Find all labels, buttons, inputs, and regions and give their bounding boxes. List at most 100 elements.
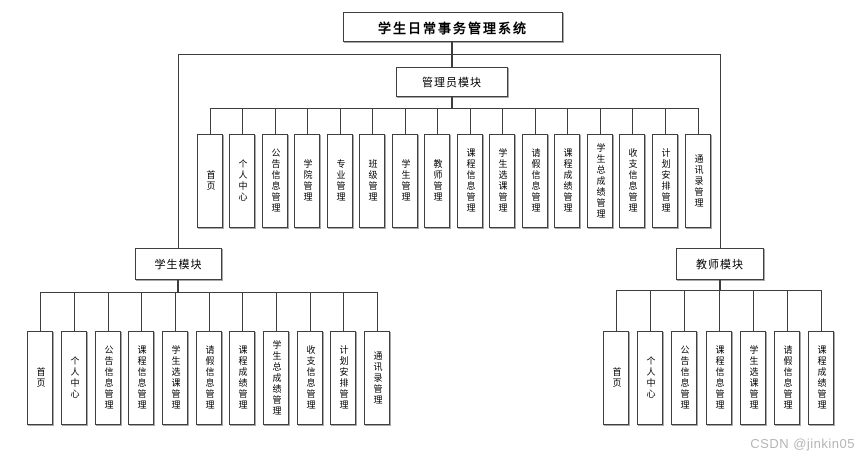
leaf-node-label: 个人中心	[645, 356, 656, 400]
leaf-node-label: 课程成绩管理	[816, 345, 827, 411]
leaf-node-label: 收支信息管理	[627, 148, 638, 214]
connector-line	[405, 108, 406, 135]
connector-line	[665, 108, 666, 135]
root-node: 学生日常事务管理系统	[343, 12, 563, 42]
connector-line	[141, 292, 142, 332]
connector-line	[787, 290, 788, 332]
leaf-node-label: 请假信息管理	[530, 148, 541, 214]
connector-line	[178, 54, 721, 55]
connector-line	[242, 108, 243, 135]
leaf-node-label: 计划安排管理	[338, 345, 349, 411]
connector-line	[451, 42, 453, 68]
connector-line	[108, 292, 109, 332]
leaf-node-label: 请假信息管理	[204, 345, 215, 411]
leaf-node-label: 计划安排管理	[660, 148, 671, 214]
connector-line	[209, 292, 210, 332]
leaf-node-label: 个人中心	[69, 356, 80, 400]
leaf-node-label: 课程成绩管理	[237, 345, 248, 411]
leaf-node-label: 学生选课管理	[748, 345, 759, 411]
leaf-node-label: 通讯录管理	[693, 153, 704, 209]
module-node-teacher-label: 教师模块	[696, 259, 744, 271]
connector-line	[177, 280, 179, 293]
connector-line	[719, 280, 721, 291]
leaf-node-student-9: 计划安排管理	[330, 331, 356, 425]
module-node-student-label: 学生模块	[154, 259, 203, 271]
connector-line	[437, 108, 438, 135]
leaf-node-label: 请假信息管理	[782, 345, 793, 411]
module-node-student: 学生模块	[135, 248, 222, 280]
leaf-node-student-8: 收支信息管理	[297, 331, 323, 425]
connector-line	[343, 292, 344, 332]
leaf-node-admin-8: 课程信息管理	[457, 134, 483, 228]
leaf-node-admin-0: 首页	[197, 134, 223, 228]
module-node-admin-label: 管理员模块	[422, 77, 482, 89]
leaf-node-student-5: 请假信息管理	[196, 331, 222, 425]
leaf-node-label: 学生总成绩管理	[271, 339, 282, 417]
connector-line	[753, 290, 754, 332]
leaf-node-label: 首页	[205, 170, 216, 192]
leaf-node-label: 个人中心	[237, 159, 248, 203]
leaf-node-admin-12: 学生总成绩管理	[587, 134, 613, 228]
watermark: CSDN @jinkin05	[750, 436, 855, 451]
leaf-node-label: 学生选课管理	[497, 148, 508, 214]
leaf-node-label: 专业管理	[335, 159, 346, 203]
leaf-node-label: 首页	[35, 367, 46, 389]
leaf-node-admin-9: 学生选课管理	[489, 134, 515, 228]
leaf-node-label: 课程成绩管理	[562, 148, 573, 214]
leaf-node-student-4: 学生选课管理	[162, 331, 188, 425]
connector-line	[210, 108, 699, 109]
leaf-node-admin-1: 个人中心	[229, 134, 255, 228]
connector-line	[719, 290, 720, 332]
connector-line	[372, 108, 373, 135]
leaf-node-label: 班级管理	[367, 159, 378, 203]
connector-line	[377, 292, 378, 332]
leaf-node-label: 课程信息管理	[465, 148, 476, 214]
leaf-node-label: 通讯录管理	[372, 350, 383, 406]
connector-line	[650, 290, 651, 332]
leaf-node-student-6: 课程成绩管理	[229, 331, 255, 425]
connector-line	[242, 292, 243, 332]
connector-line	[600, 108, 601, 135]
leaf-node-teacher-6: 课程成绩管理	[808, 331, 834, 425]
connector-line	[340, 108, 341, 135]
leaf-node-admin-15: 通讯录管理	[685, 134, 711, 228]
leaf-node-admin-3: 学院管理	[294, 134, 320, 228]
connector-line	[535, 108, 536, 135]
connector-line	[210, 108, 211, 135]
leaf-node-label: 公告信息管理	[270, 148, 281, 214]
connector-line	[175, 292, 176, 332]
connector-line	[74, 292, 75, 332]
leaf-node-student-2: 公告信息管理	[95, 331, 121, 425]
leaf-node-student-1: 个人中心	[61, 331, 87, 425]
leaf-node-admin-13: 收支信息管理	[619, 134, 645, 228]
leaf-node-label: 学生总成绩管理	[595, 142, 606, 220]
root-node-label: 学生日常事务管理系统	[377, 20, 528, 36]
connector-line	[684, 290, 685, 332]
leaf-node-admin-10: 请假信息管理	[522, 134, 548, 228]
leaf-node-teacher-1: 个人中心	[637, 331, 663, 425]
leaf-node-label: 首页	[611, 367, 622, 389]
leaf-node-admin-2: 公告信息管理	[262, 134, 288, 228]
leaf-node-label: 学生管理	[400, 159, 411, 203]
leaf-node-label: 学生选课管理	[170, 345, 181, 411]
leaf-node-student-3: 课程信息管理	[128, 331, 154, 425]
leaf-node-label: 公告信息管理	[103, 345, 114, 411]
module-node-admin: 管理员模块	[396, 67, 508, 97]
leaf-node-teacher-4: 学生选课管理	[740, 331, 766, 425]
connector-line	[276, 292, 277, 332]
connector-line	[698, 108, 699, 135]
leaf-node-admin-14: 计划安排管理	[652, 134, 678, 228]
leaf-node-admin-4: 专业管理	[327, 134, 353, 228]
leaf-node-student-7: 学生总成绩管理	[263, 331, 289, 425]
leaf-node-teacher-3: 课程信息管理	[706, 331, 732, 425]
connector-line	[178, 54, 179, 249]
leaf-node-label: 学院管理	[302, 159, 313, 203]
leaf-node-student-10: 通讯录管理	[364, 331, 390, 425]
connector-line	[502, 108, 503, 135]
leaf-node-label: 教师管理	[432, 159, 443, 203]
leaf-node-label: 公告信息管理	[679, 345, 690, 411]
module-node-teacher: 教师模块	[676, 248, 764, 280]
leaf-node-student-0: 首页	[27, 331, 53, 425]
leaf-node-label: 课程信息管理	[714, 345, 725, 411]
